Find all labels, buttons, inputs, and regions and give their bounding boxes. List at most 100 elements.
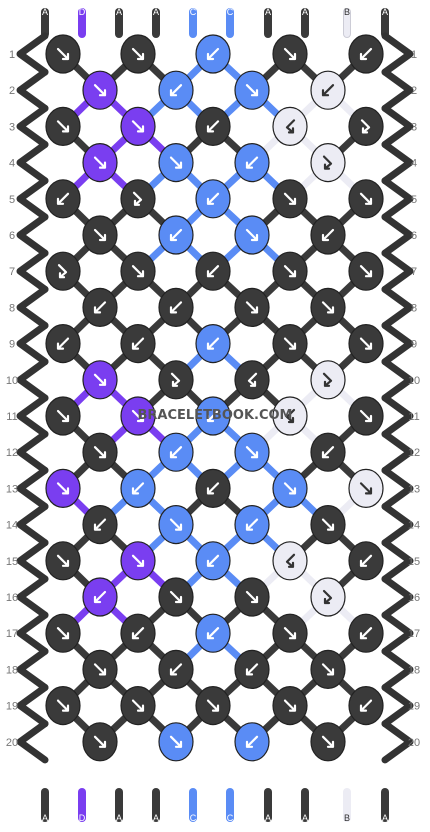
knot[interactable] xyxy=(158,360,194,400)
knot[interactable] xyxy=(158,649,194,690)
knot[interactable] xyxy=(120,34,156,74)
reverse-knot-arrow-icon xyxy=(285,119,296,134)
knot[interactable] xyxy=(45,685,81,726)
knot[interactable] xyxy=(272,324,308,364)
knot[interactable] xyxy=(234,432,270,472)
knot[interactable] xyxy=(310,143,346,183)
knot[interactable] xyxy=(158,215,194,255)
strand-label: A xyxy=(265,813,271,823)
knot[interactable] xyxy=(158,722,194,762)
knot[interactable] xyxy=(195,179,231,219)
knot[interactable] xyxy=(82,143,118,183)
knot[interactable] xyxy=(120,179,156,219)
knot[interactable] xyxy=(45,34,81,74)
edge-strand xyxy=(16,720,49,764)
knot[interactable] xyxy=(195,685,231,726)
knot[interactable] xyxy=(120,613,156,653)
knot[interactable] xyxy=(348,179,384,219)
knot-arrow-icon xyxy=(359,47,373,61)
knot[interactable] xyxy=(45,541,81,581)
knot[interactable] xyxy=(82,577,118,617)
knot[interactable] xyxy=(348,34,384,74)
knot[interactable] xyxy=(195,34,231,74)
knot[interactable] xyxy=(120,685,156,726)
knot[interactable] xyxy=(234,577,270,617)
knot[interactable] xyxy=(310,649,346,690)
knot[interactable] xyxy=(158,504,194,545)
knot[interactable] xyxy=(82,287,118,327)
knot-arrow-icon xyxy=(321,228,335,242)
knot[interactable] xyxy=(310,70,346,110)
knot[interactable] xyxy=(348,541,384,581)
knot[interactable] xyxy=(45,324,81,364)
knot[interactable] xyxy=(120,106,156,147)
knot[interactable] xyxy=(158,70,194,110)
knot[interactable] xyxy=(120,324,156,364)
knot[interactable] xyxy=(45,179,81,219)
knot[interactable] xyxy=(195,468,231,508)
knot[interactable] xyxy=(348,106,384,147)
knot[interactable] xyxy=(310,722,346,762)
knot[interactable] xyxy=(310,432,346,472)
knot[interactable] xyxy=(120,396,156,436)
knot[interactable] xyxy=(272,396,308,436)
knot[interactable] xyxy=(272,251,308,291)
knot[interactable] xyxy=(82,649,118,690)
knot[interactable] xyxy=(158,432,194,472)
knot[interactable] xyxy=(82,432,118,472)
knot[interactable] xyxy=(272,106,308,147)
knot[interactable] xyxy=(82,722,118,762)
knot[interactable] xyxy=(82,70,118,110)
knot[interactable] xyxy=(348,396,384,436)
knot[interactable] xyxy=(120,251,156,291)
knot[interactable] xyxy=(195,324,231,364)
knot[interactable] xyxy=(195,106,231,147)
knot[interactable] xyxy=(272,468,308,508)
knot-arrow-icon xyxy=(56,554,70,567)
knot[interactable] xyxy=(120,468,156,508)
knot[interactable] xyxy=(45,251,81,291)
knot[interactable] xyxy=(272,34,308,74)
knot[interactable] xyxy=(82,504,118,545)
knot[interactable] xyxy=(348,251,384,291)
knot[interactable] xyxy=(45,106,81,147)
knot[interactable] xyxy=(234,287,270,327)
knot[interactable] xyxy=(120,541,156,581)
knot[interactable] xyxy=(195,251,231,291)
knot[interactable] xyxy=(310,360,346,400)
knot[interactable] xyxy=(310,287,346,327)
knot[interactable] xyxy=(310,215,346,255)
knot[interactable] xyxy=(272,685,308,726)
knot[interactable] xyxy=(234,215,270,255)
knot[interactable] xyxy=(348,613,384,653)
row-number: 7 xyxy=(9,266,15,278)
knot[interactable] xyxy=(45,613,81,653)
knot[interactable] xyxy=(234,143,270,183)
knot[interactable] xyxy=(234,504,270,545)
knot[interactable] xyxy=(234,649,270,690)
knot[interactable] xyxy=(272,613,308,653)
knot[interactable] xyxy=(234,70,270,110)
edge-strand xyxy=(381,68,414,112)
knot[interactable] xyxy=(234,722,270,762)
reverse-knot-arrow-icon xyxy=(285,553,296,568)
knot[interactable] xyxy=(195,541,231,581)
knot[interactable] xyxy=(310,504,346,545)
knot[interactable] xyxy=(45,468,81,508)
knot[interactable] xyxy=(158,287,194,327)
knot[interactable] xyxy=(348,324,384,364)
knot[interactable] xyxy=(272,179,308,219)
knot[interactable] xyxy=(195,396,231,436)
knot[interactable] xyxy=(272,541,308,581)
knot[interactable] xyxy=(45,396,81,436)
knot[interactable] xyxy=(195,613,231,653)
knot[interactable] xyxy=(82,215,118,255)
knot[interactable] xyxy=(348,685,384,726)
knot[interactable] xyxy=(158,577,194,617)
knot[interactable] xyxy=(234,360,270,400)
knot[interactable] xyxy=(310,577,346,617)
strand-label: A xyxy=(302,7,308,17)
knot[interactable] xyxy=(82,360,118,400)
knot[interactable] xyxy=(158,143,194,183)
knot[interactable] xyxy=(348,468,384,508)
